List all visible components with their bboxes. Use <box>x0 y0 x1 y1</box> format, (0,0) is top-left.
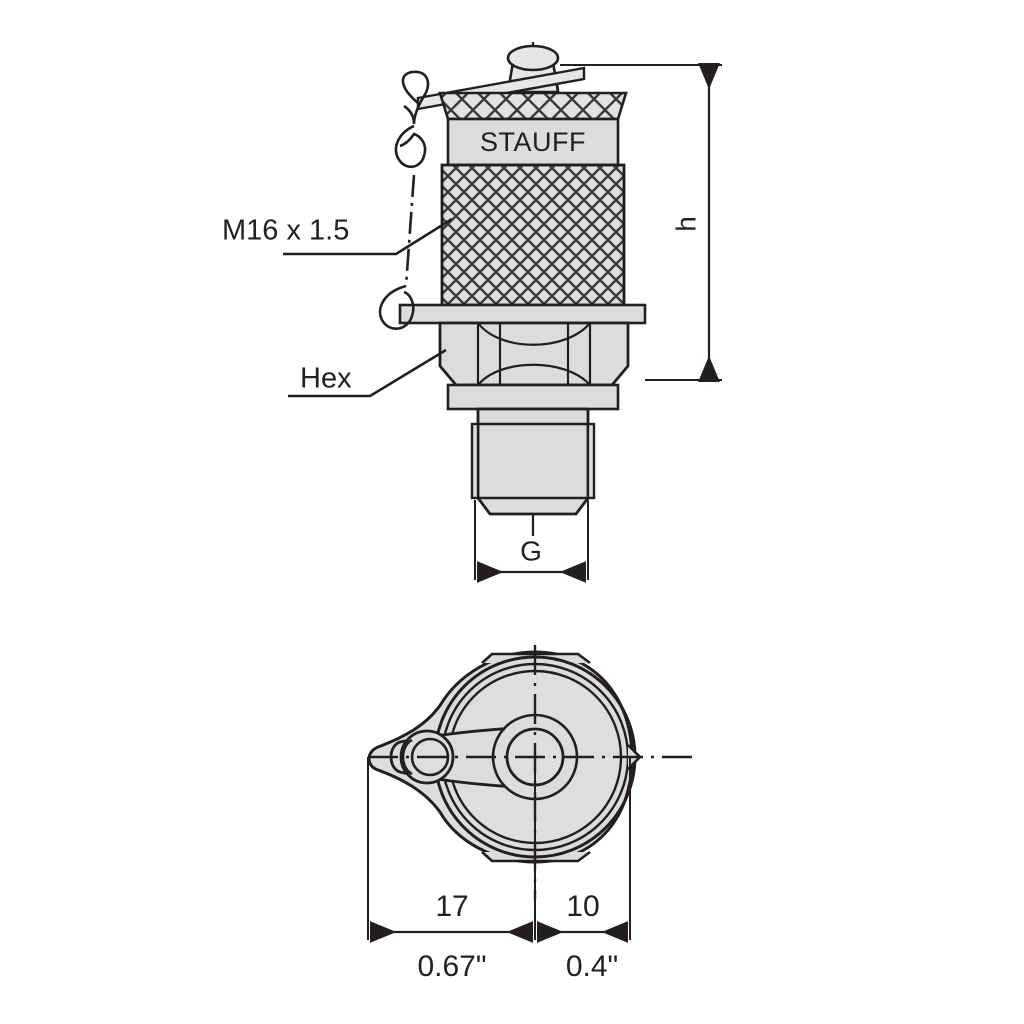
plan-dimension-left-inch: 0.67" <box>417 950 486 983</box>
plan-dimensions: 17 10 0.67" 0.4" <box>367 757 631 983</box>
thread-callout-label: M16 x 1.5 <box>222 215 349 247</box>
brand-band: STAUFF <box>446 117 620 167</box>
chain-strand <box>404 174 416 287</box>
thread-dimension: G <box>474 500 589 583</box>
hex-chamfer-top <box>477 322 591 346</box>
plan-pivot-arc <box>401 738 413 776</box>
hex-chamfer-bottom <box>477 363 591 386</box>
brand-label: STAUFF <box>480 127 586 157</box>
knurled-body-fill <box>442 165 624 305</box>
chain-link-second <box>394 124 427 169</box>
plan-dimension-right-inch: 0.4" <box>566 950 618 983</box>
cap-ring-knurl <box>438 91 628 121</box>
threaded-port <box>470 407 596 516</box>
hex-callout-leader <box>288 348 447 398</box>
plan-dimension-right-mm: 10 <box>566 890 599 923</box>
thread-callout-leader <box>283 217 453 256</box>
plan-dimension-left-mm: 17 <box>435 890 468 923</box>
collar <box>446 383 620 411</box>
collar-rect <box>446 383 620 411</box>
thread-crest-left <box>470 422 480 500</box>
plan-view: 17 10 0.67" 0.4" <box>367 645 700 983</box>
hex-callout-label: Hex <box>300 363 352 395</box>
flange-washer <box>398 303 647 325</box>
washer-plate <box>398 303 647 325</box>
hex-nut-body <box>438 321 630 387</box>
hex-callout: Hex <box>288 348 447 398</box>
thread-callout: M16 x 1.5 <box>222 215 453 256</box>
retaining-chain <box>378 70 430 330</box>
thread-dimension-label: G <box>520 535 542 566</box>
thread-crest-right <box>586 422 596 500</box>
dust-cap-top <box>506 44 560 72</box>
height-dimension: h <box>560 62 722 383</box>
knurled-body <box>440 163 626 307</box>
height-dimension-label: h <box>670 216 701 232</box>
chain-link-top <box>401 70 430 125</box>
cap-knurl-ring <box>438 91 628 121</box>
brand-band-rect <box>446 117 620 167</box>
hex-nut <box>438 321 630 387</box>
chain-link-bottom <box>378 284 415 330</box>
elevation-view: STAUFF <box>222 42 722 583</box>
